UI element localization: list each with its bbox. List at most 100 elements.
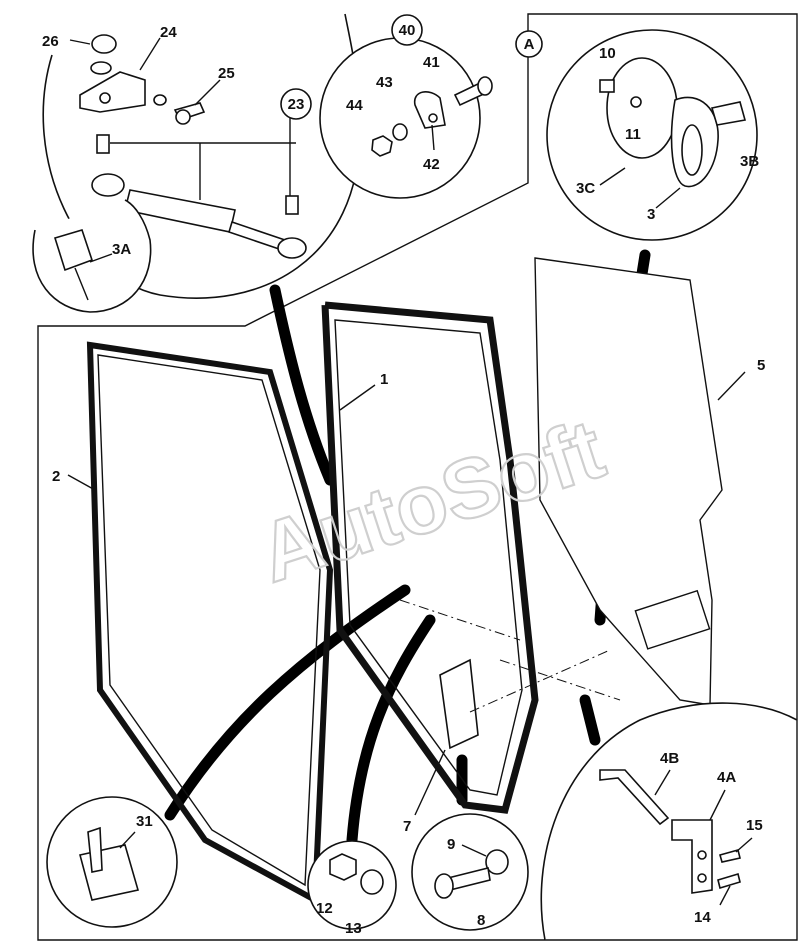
handle-grip — [681, 124, 703, 176]
leader-4B — [654, 769, 671, 796]
callout-24: 24 — [160, 24, 177, 41]
nut-44 — [371, 135, 393, 157]
leader-14 — [719, 885, 731, 906]
callout-31: 31 — [136, 813, 153, 830]
callout-10: 10 — [599, 45, 616, 62]
leader-26 — [69, 39, 91, 45]
door-frame-1 — [321, 301, 539, 814]
leader-band-strut — [269, 284, 336, 486]
inset-clip-circle — [319, 37, 481, 199]
callout-A: A — [524, 36, 535, 53]
strut-eye-top — [91, 173, 125, 197]
callout-7: 7 — [403, 818, 411, 835]
screw-14 — [717, 872, 741, 890]
latch-7 — [439, 658, 479, 750]
washer-13 — [360, 869, 384, 895]
handle-plate-3C — [606, 57, 678, 159]
callout-15: 15 — [746, 817, 763, 834]
inset-striker-circle — [540, 702, 798, 941]
screw-15 — [719, 849, 741, 863]
callout-11: 11 — [625, 126, 641, 143]
leader-9 — [461, 844, 487, 857]
door-frame-inner — [334, 319, 523, 796]
callout-41: 41 — [423, 54, 440, 71]
callout-circle-23 — [280, 88, 312, 120]
callout-8: 8 — [477, 912, 485, 929]
washer-25 — [153, 94, 167, 106]
callout-3A: 3A — [112, 241, 131, 258]
callout-26: 26 — [42, 33, 59, 50]
bolt-8-head — [434, 873, 454, 899]
nut-26 — [91, 34, 117, 54]
callout-42: 42 — [423, 156, 440, 173]
leader-42 — [431, 124, 435, 151]
ball-stud-lower — [285, 195, 299, 215]
leader-23 — [110, 118, 296, 200]
callout-25: 25 — [218, 65, 235, 82]
screw-10 — [599, 79, 615, 93]
callout-1: 1 — [380, 371, 388, 388]
callout-43: 43 — [376, 74, 393, 91]
callout-23: 23 — [288, 96, 305, 113]
lock-barrel-3B — [710, 101, 747, 126]
nut-12 — [329, 853, 357, 881]
inset-key-circle — [32, 199, 152, 313]
clip-42-hole — [428, 113, 438, 123]
leader-band-screw — [346, 614, 436, 846]
strut-eye-bottom — [277, 237, 307, 259]
door-glass-5 — [534, 257, 723, 706]
alignment-line-2 — [469, 649, 611, 713]
cable-4B — [599, 769, 670, 826]
leader-4A — [709, 789, 726, 821]
bolt-41-head — [477, 76, 493, 96]
callout-3B: 3B — [740, 153, 759, 170]
ball-stud-upper — [96, 134, 110, 154]
callout-14: 14 — [694, 909, 711, 926]
leader-band-striker — [579, 694, 601, 746]
leader-5 — [717, 371, 746, 401]
washer-26 — [90, 61, 112, 75]
latch-31-lever — [87, 826, 103, 873]
leader-25 — [194, 79, 221, 106]
washer-43 — [392, 123, 408, 141]
callout-5: 5 — [757, 357, 765, 374]
washer-11 — [630, 96, 642, 108]
key-blade — [74, 267, 89, 301]
callout-9: 9 — [447, 836, 455, 853]
callout-4A: 4A — [717, 769, 736, 786]
callout-4B: 4B — [660, 750, 679, 767]
leader-1 — [339, 384, 376, 411]
callout-circle-40 — [391, 14, 423, 46]
striker-hole-2 — [697, 873, 707, 883]
bracket-hole — [99, 92, 111, 104]
bracket-24 — [79, 71, 146, 113]
jcb-logo — [634, 589, 711, 650]
leader-7 — [414, 749, 446, 816]
callout-3: 3 — [647, 206, 655, 223]
callout-12: 12 — [316, 900, 333, 917]
seal-inner — [97, 354, 321, 887]
key-3A — [53, 229, 94, 272]
watermark-text: AutoSoft — [248, 401, 614, 600]
leader-31 — [119, 831, 136, 849]
leader-3C — [599, 167, 626, 186]
leader-2 — [67, 474, 96, 491]
callout-2: 2 — [52, 468, 60, 485]
leader-24 — [139, 37, 161, 71]
alignment-line-1 — [399, 599, 521, 641]
callout-circle-A — [515, 30, 543, 58]
leader-3 — [655, 187, 681, 209]
callout-3C: 3C — [576, 180, 595, 197]
leader-3A — [89, 253, 113, 263]
callout-44: 44 — [346, 97, 363, 114]
striker-hole-1 — [697, 850, 707, 860]
bolt-25-head — [175, 109, 191, 125]
callout-13: 13 — [345, 920, 362, 937]
leader-15 — [735, 837, 753, 853]
alignment-line-3 — [499, 659, 621, 701]
callout-40: 40 — [399, 22, 416, 39]
leader-band-latch — [164, 584, 411, 821]
main-frame-border — [37, 13, 798, 941]
